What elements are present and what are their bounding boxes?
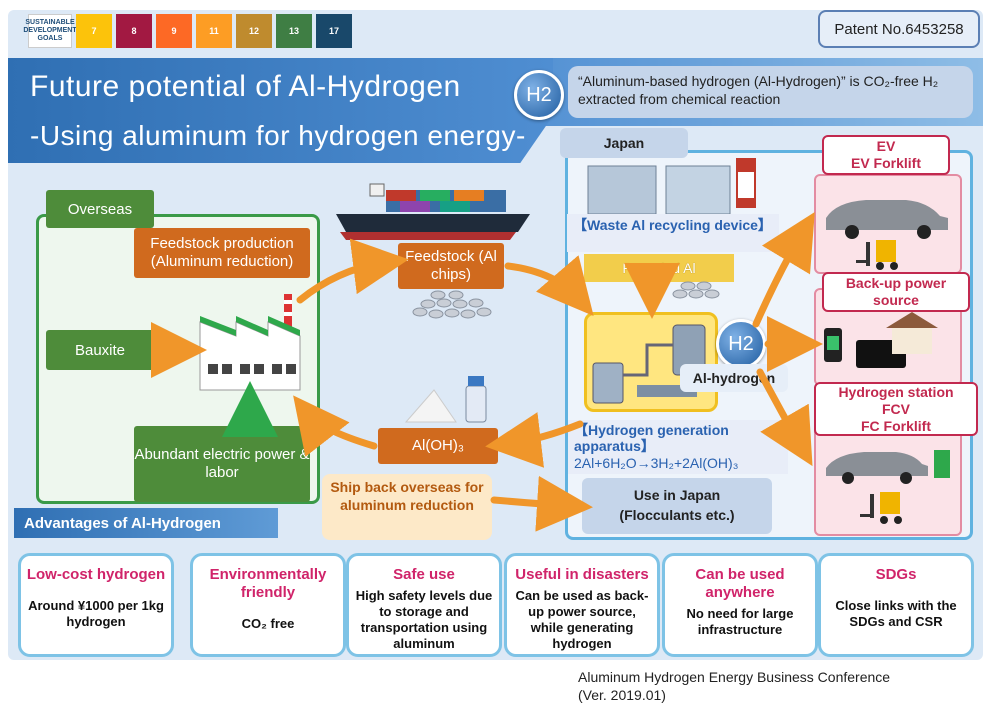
advantage-desc: No need for large infrastructure bbox=[686, 606, 794, 637]
advantage-card-low-cost: Low-cost hydrogen Around ¥1000 per 1kg h… bbox=[18, 553, 174, 657]
use-in-japan-detail: (Flocculants etc.) bbox=[619, 507, 735, 523]
advantage-title: Can be used anywhere bbox=[695, 566, 785, 601]
advantage-card-environment: Environmentally friendly CO₂ free bbox=[190, 553, 346, 657]
sdg-11-icon: 11 bbox=[196, 14, 232, 48]
factory-icon bbox=[199, 294, 301, 391]
advantage-title: Safe use bbox=[393, 566, 455, 583]
recycling-device-icon bbox=[587, 158, 756, 215]
sdg-12-icon: 12 bbox=[236, 14, 272, 48]
backup-power-icon bbox=[824, 312, 938, 368]
al-chips-icon bbox=[412, 290, 492, 319]
hydrogen-generation-apparatus-label: 【Hydrogen generation apparatus】 bbox=[568, 420, 788, 474]
footer-line1: Aluminum Hydrogen Energy Business Confer… bbox=[578, 669, 891, 685]
hydrogen-generation-apparatus-image bbox=[584, 312, 718, 412]
waste-al-recycling-device: 【Waste Al recycling device】 bbox=[567, 214, 779, 252]
reaction-formula: 2Al+6H₂O→3H₂+2Al(OH)₃ bbox=[574, 455, 739, 471]
h2-badge-icon: H2 bbox=[514, 70, 564, 120]
advantage-title: SDGs bbox=[875, 566, 917, 583]
aluminum-hydroxide-icon bbox=[404, 376, 487, 423]
recycled-chips-icon bbox=[672, 281, 720, 299]
ev-label-line1: EV bbox=[876, 138, 896, 154]
ev-label: EV EV Forklift bbox=[822, 135, 950, 175]
advantage-desc: Close links with the SDGs and CSR bbox=[835, 598, 957, 629]
h2-output-badge-icon: H2 bbox=[716, 319, 766, 369]
bauxite-box: Bauxite bbox=[46, 330, 154, 370]
footer-line2: (Ver. 2019.01) bbox=[578, 687, 666, 703]
advantage-desc: CO₂ free bbox=[241, 616, 295, 631]
advantage-title: Low-cost hydrogen bbox=[26, 566, 166, 583]
hs-label-line2: FCV bbox=[882, 400, 910, 417]
ev-panel bbox=[814, 174, 962, 274]
feedstock-box: Feedstock (Al chips) bbox=[398, 243, 504, 289]
feedstock-production-box: Feedstock production (Aluminum reduction… bbox=[134, 228, 310, 278]
advantage-card-anywhere: Can be used anywhere No need for large i… bbox=[662, 553, 818, 657]
page-title: Future potential of Al-Hydrogen bbox=[30, 70, 461, 103]
ev-car-forklift-icon bbox=[826, 200, 948, 270]
title-band bbox=[8, 58, 553, 163]
use-in-japan-title: Use in Japan bbox=[633, 487, 721, 503]
al-hydrogen-label: Al-hydrogen bbox=[680, 364, 788, 392]
advantage-card-sdgs: SDGs Close links with the SDGs and CSR bbox=[818, 553, 974, 657]
japan-label: Japan bbox=[560, 128, 688, 158]
footer-source: Aluminum Hydrogen Energy Business Confer… bbox=[578, 668, 890, 704]
advantage-title: Environmentally friendly bbox=[209, 566, 327, 601]
aluminum-hydroxide-box: Al(OH)₃ bbox=[378, 428, 498, 464]
overseas-label: Overseas bbox=[46, 190, 154, 228]
backup-power-panel bbox=[814, 288, 962, 386]
advantage-desc: High safety levels due to storage and tr… bbox=[355, 588, 493, 651]
hydrogen-station-label: Hydrogen station FCV FC Forklift bbox=[814, 382, 978, 436]
advantage-desc: Can be used as back-up power source, whi… bbox=[515, 588, 649, 651]
advantage-card-disasters: Useful in disasters Can be used as back-… bbox=[504, 553, 660, 657]
backup-power-label: Back-up power source bbox=[822, 272, 970, 312]
sdg-icon-row: SUSTAINABLE DEVELOPMENT GOALS 7 8 9 11 1… bbox=[23, 14, 352, 48]
cargo-ship-icon bbox=[336, 183, 530, 240]
apparatus-icon bbox=[592, 324, 706, 404]
hs-label-line3: FC Forklift bbox=[861, 417, 931, 434]
advantage-title: Useful in disasters bbox=[515, 566, 649, 583]
sdg-8-icon: 8 bbox=[116, 14, 152, 48]
ship-back-box: Ship back overseas for aluminum reductio… bbox=[322, 474, 492, 540]
page-subtitle: -Using aluminum for hydrogen energy- bbox=[30, 120, 526, 151]
advantage-card-safe-use: Safe use High safety levels due to stora… bbox=[346, 553, 502, 657]
patent-number: Patent No.6453258 bbox=[818, 10, 980, 48]
hs-label-line1: Hydrogen station bbox=[838, 383, 954, 400]
use-in-japan-box: Use in Japan (Flocculants etc.) bbox=[582, 478, 772, 534]
fcv-forklift-icon bbox=[826, 450, 950, 524]
ev-label-line2: EV Forklift bbox=[850, 155, 921, 171]
sdg-13-icon: 13 bbox=[276, 14, 312, 48]
sdg-17-icon: 17 bbox=[316, 14, 352, 48]
power-labor-box: Abundant electric power & labor bbox=[134, 426, 310, 502]
advantage-desc: Around ¥1000 per 1kg hydrogen bbox=[28, 598, 164, 629]
sdg-7-icon: 7 bbox=[76, 14, 112, 48]
sdg-9-icon: 9 bbox=[156, 14, 192, 48]
sdg-logo-icon: SUSTAINABLE DEVELOPMENT GOALS bbox=[23, 14, 77, 48]
advantages-label: Advantages of Al-Hydrogen bbox=[14, 508, 278, 538]
definition-box: “Aluminum-based hydrogen (Al-Hydrogen)” … bbox=[568, 66, 973, 118]
